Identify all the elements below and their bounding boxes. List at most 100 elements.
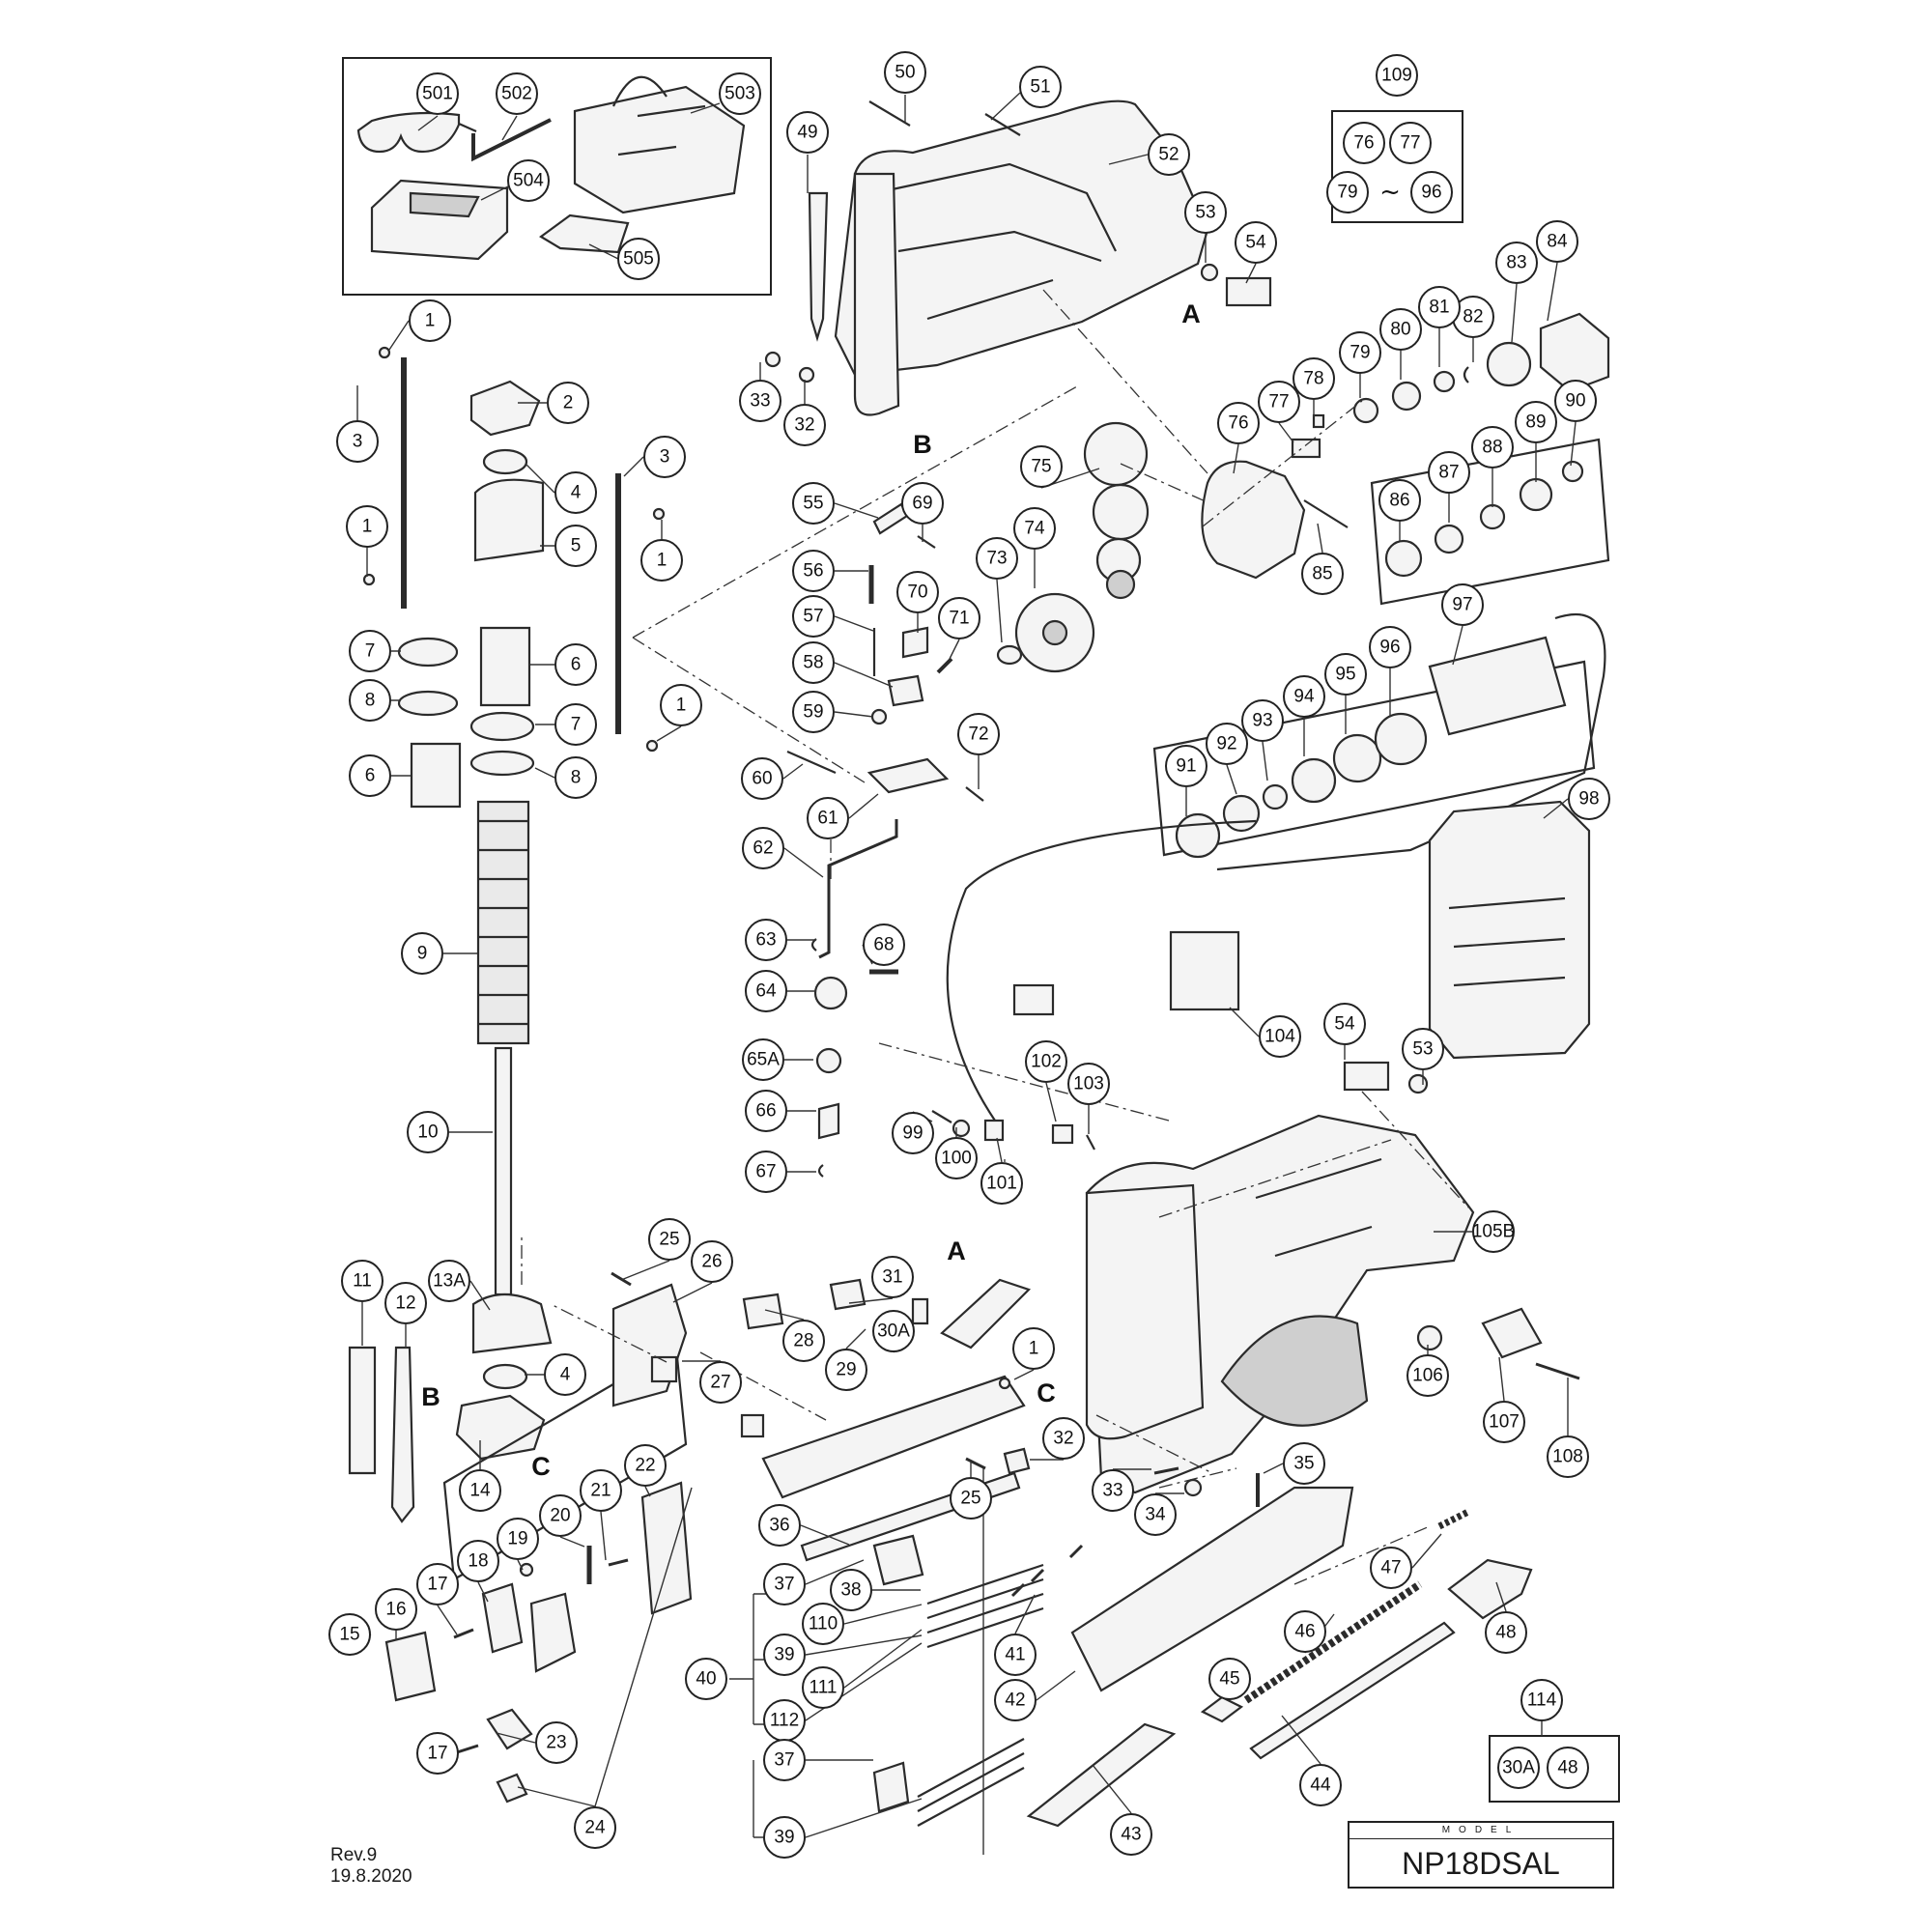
- callout-label: 22: [635, 1456, 655, 1476]
- dash-link-2: [632, 637, 866, 783]
- harness-loop: [946, 819, 1257, 1122]
- callout-circle: [1515, 401, 1557, 443]
- callout-label: 61: [817, 809, 838, 829]
- washer-100: [952, 1119, 971, 1138]
- part-callout: 39: [763, 1816, 806, 1859]
- part-callout: 75: [1020, 445, 1063, 488]
- screw-33-upper: [764, 351, 781, 368]
- washer-91: [1175, 812, 1221, 859]
- model-name: NP18DSAL: [1402, 1846, 1560, 1881]
- guide-11: [348, 1346, 377, 1475]
- magazine-42: [1070, 1486, 1354, 1692]
- rod-44: [1249, 1621, 1456, 1760]
- latch-18: [481, 1582, 524, 1654]
- callout-circle: [994, 1634, 1037, 1676]
- callout-label: 30A: [877, 1321, 910, 1342]
- callout-label: 48: [1557, 1758, 1577, 1778]
- gear-assembly-75: [1083, 421, 1150, 600]
- sensor-31: [829, 1278, 867, 1311]
- pin-69: [917, 535, 936, 549]
- part-callout: 27: [699, 1361, 742, 1404]
- part-callout: 504: [507, 159, 550, 202]
- callout-label: 25: [960, 1489, 980, 1509]
- cylinder-5: [473, 478, 545, 562]
- callout-label: 25: [659, 1230, 679, 1250]
- callout-circle: [1042, 1417, 1085, 1460]
- switch-block: [1012, 983, 1055, 1016]
- washer-73: [996, 644, 1023, 666]
- screw-99: [931, 1110, 952, 1123]
- cap-2: [469, 380, 541, 437]
- screw-17-upper: [453, 1628, 474, 1639]
- callout-circle: [901, 482, 944, 525]
- callout-label: 64: [755, 981, 777, 1002]
- callout-circle: [792, 595, 835, 638]
- callout-label: 88: [1482, 438, 1502, 458]
- callout-label: 37: [774, 1750, 794, 1771]
- callout-circle: [1241, 699, 1284, 742]
- ring-gear-84: [1539, 312, 1610, 393]
- callout-label: 9: [417, 944, 428, 964]
- part-callout: 62: [742, 827, 784, 869]
- spring-59: [870, 708, 888, 725]
- callout-label: 51: [1030, 77, 1050, 98]
- part-callout: 13A: [428, 1260, 470, 1302]
- part-callout: 60: [741, 757, 783, 800]
- part-callout: 73: [976, 537, 1018, 580]
- part-callout: 112: [763, 1699, 806, 1742]
- callout-circle: [719, 72, 761, 115]
- part-callout: 16: [375, 1588, 417, 1631]
- callout-label: 52: [1158, 145, 1179, 165]
- reference-letter: A: [1181, 299, 1201, 328]
- washer-7-left: [397, 637, 459, 668]
- callout-circle: [624, 1444, 667, 1487]
- callout-label: 50: [895, 63, 915, 83]
- callout-label: 96: [1379, 638, 1400, 658]
- callout-label: 76: [1228, 413, 1248, 434]
- bracket-40: [729, 1593, 773, 1725]
- callout-label: 104: [1264, 1027, 1295, 1047]
- screw-25-upper: [611, 1271, 632, 1287]
- callout-circle: [742, 1038, 784, 1081]
- main-housing-105B: [1085, 1114, 1475, 1494]
- callout-label: 114: [1527, 1690, 1557, 1711]
- screw-50: [868, 100, 911, 127]
- washer-79: [1352, 397, 1379, 424]
- callout-circle: [574, 1806, 616, 1849]
- part-callout: 12: [384, 1282, 427, 1324]
- callout-circle: [1339, 331, 1381, 374]
- callout-label: 39: [774, 1645, 794, 1665]
- callout-label: 53: [1195, 203, 1215, 223]
- callout-label: 42: [1005, 1690, 1025, 1711]
- part-callout: 102: [1025, 1040, 1067, 1083]
- callout-circle: [863, 923, 905, 966]
- callout-label: 35: [1293, 1454, 1314, 1474]
- callout-circle: [1483, 1401, 1525, 1443]
- magnet-54-upper: [1225, 276, 1272, 307]
- callout-label: 24: [584, 1818, 606, 1838]
- callout-label: 54: [1245, 233, 1266, 253]
- part-callout: 88: [1471, 426, 1514, 469]
- callout-label: 112: [770, 1711, 799, 1731]
- part-callout: 45: [1208, 1658, 1251, 1700]
- part-callout: 71: [938, 597, 980, 639]
- callout-circle: [758, 1504, 801, 1547]
- callout-circle: [1370, 1547, 1412, 1589]
- callout-circle: [741, 757, 783, 800]
- callout-label: 49: [797, 123, 817, 143]
- tool-bag: [573, 75, 746, 214]
- spring-71: [936, 657, 953, 674]
- part-callout: 41: [994, 1634, 1037, 1676]
- part-callout: 39: [763, 1634, 806, 1676]
- gear-case-76: [1201, 460, 1306, 580]
- part-callout: 100: [935, 1137, 978, 1179]
- latch-58: [887, 674, 924, 707]
- callout-label: 67: [755, 1162, 776, 1182]
- part-callout: 4: [554, 471, 597, 514]
- callout-circle: [384, 1282, 427, 1324]
- callout-label: 504: [513, 171, 544, 191]
- callout-label: 89: [1525, 412, 1546, 433]
- callout-label: 4: [571, 483, 582, 503]
- pin-72: [965, 786, 984, 802]
